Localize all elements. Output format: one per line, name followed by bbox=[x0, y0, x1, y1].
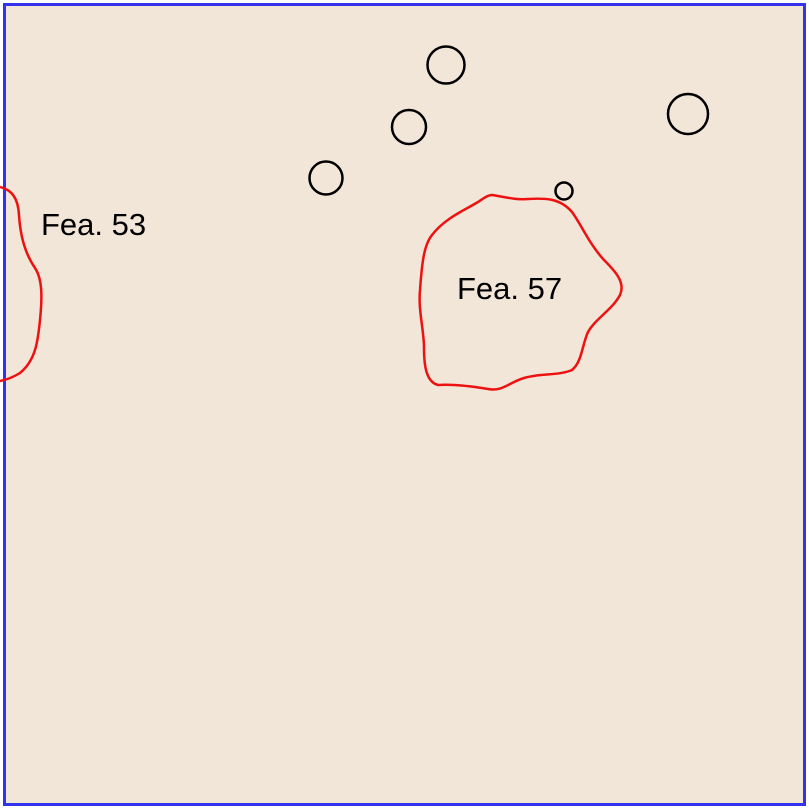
feature-53-label: Fea. 53 bbox=[41, 207, 146, 242]
feature-53-outline[interactable] bbox=[0, 185, 43, 383]
posthole[interactable] bbox=[554, 181, 574, 201]
excavation-unit-area bbox=[3, 3, 806, 806]
posthole[interactable] bbox=[390, 108, 428, 146]
posthole[interactable] bbox=[666, 92, 710, 136]
feature-57-label: Fea. 57 bbox=[457, 271, 562, 306]
posthole[interactable] bbox=[426, 45, 466, 85]
posthole[interactable] bbox=[308, 160, 344, 196]
feature-57-outline[interactable] bbox=[418, 193, 623, 391]
